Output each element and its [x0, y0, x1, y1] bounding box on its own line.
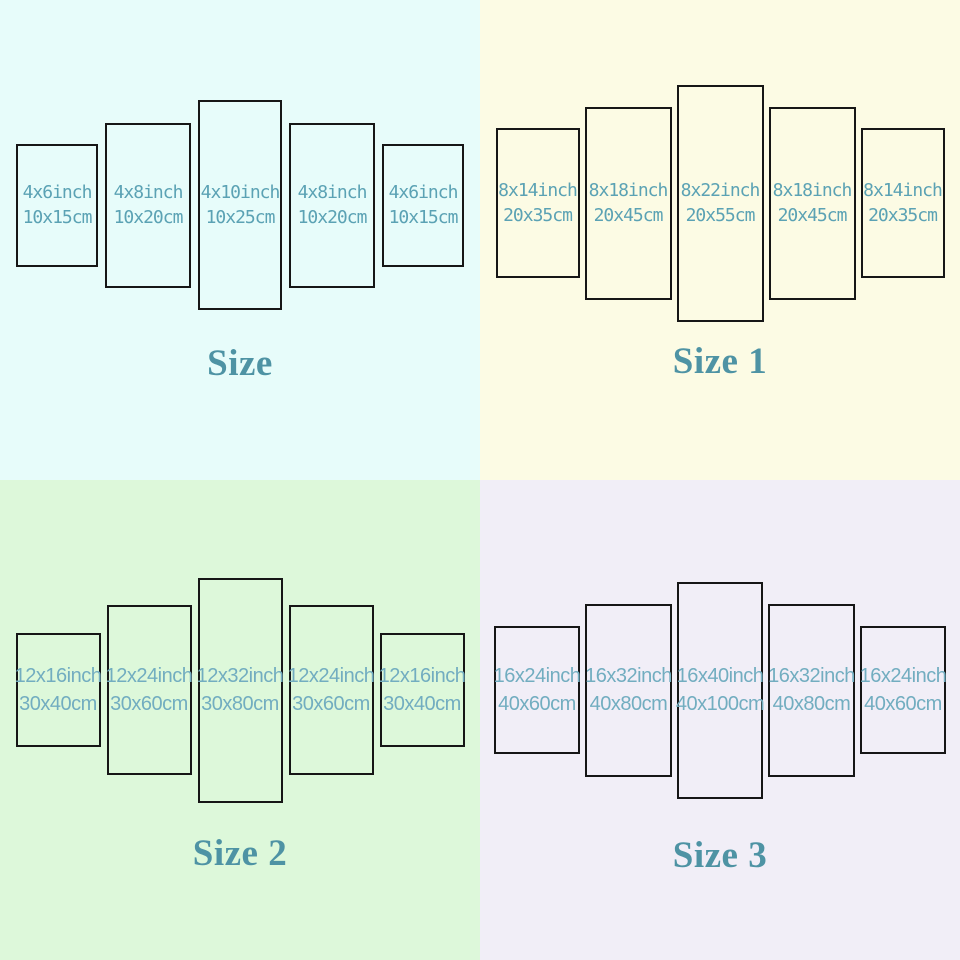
panel-size-label: 8x14inch 20x35cm	[863, 178, 943, 228]
panel-size-cm: 30x60cm	[110, 693, 188, 715]
panel-size-cm: 10x20cm	[113, 207, 184, 228]
panel: 12x24inch 30x60cm	[288, 605, 375, 775]
panel-size-label: 12x24inch 30x60cm	[288, 662, 375, 718]
panel-size-inch: 16x32inch	[768, 665, 855, 687]
quadrant-title: Size 1	[672, 341, 768, 382]
panel-size-cm: 20x35cm	[503, 205, 573, 226]
panel: 16x24inch 40x60cm	[860, 626, 947, 754]
panel: 12x16inch 30x40cm	[15, 633, 102, 747]
panel: 8x14inch 20x35cm	[860, 128, 945, 278]
panel-size-inch: 12x32inch	[196, 665, 284, 687]
panel: 8x22inch 20x55cm	[676, 84, 764, 322]
panel-size-inch: 4x8inch	[113, 181, 184, 203]
quadrant-size-2: 12x16inch 30x40cm 12x24inch 30x60cm 12x3…	[0, 480, 480, 960]
panel: 16x32inch 40x80cm	[585, 603, 672, 777]
panel-size-inch: 8x18inch	[772, 179, 853, 201]
panel-size-label: 12x24inch 30x60cm	[106, 662, 193, 718]
panel-size-label: 16x32inch 40x80cm	[585, 662, 672, 718]
quadrant-size-1: 8x14inch 20x35cm 8x18inch 20x45cm 8x22in…	[480, 0, 960, 480]
panel-size-cm: 40x100cm	[675, 693, 765, 715]
panel-size-label: 4x8inch 10x20cm	[297, 180, 368, 230]
panel-size-inch: 4x6inch	[22, 181, 93, 203]
panel-size-cm: 30x40cm	[19, 693, 97, 715]
panel-size-label: 16x24inch 40x60cm	[494, 662, 581, 718]
panel-size-label: 8x18inch 20x45cm	[772, 178, 853, 228]
panel-size-label: 8x18inch 20x45cm	[588, 178, 669, 228]
panel-size-inch: 8x14inch	[863, 179, 943, 201]
panel-size-label: 4x6inch 10x15cm	[22, 180, 93, 230]
panel-size-cm: 30x40cm	[383, 693, 461, 715]
quadrant-size-3: 16x24inch 40x60cm 16x32inch 40x80cm 16x4…	[480, 480, 960, 960]
panel-size-label: 4x8inch 10x20cm	[113, 180, 184, 230]
panel-size-cm: 40x60cm	[864, 693, 942, 715]
panel: 8x18inch 20x45cm	[768, 106, 856, 300]
panel-size-inch: 4x8inch	[297, 181, 368, 203]
panel-size-cm: 40x80cm	[772, 693, 851, 715]
panel-size-inch: 8x18inch	[588, 179, 669, 201]
panel-size-cm: 30x80cm	[201, 693, 279, 715]
panel: 12x24inch 30x60cm	[106, 605, 193, 775]
panel-size-label: 4x6inch 10x15cm	[388, 180, 459, 230]
panel-size-inch: 4x6inch	[388, 181, 459, 203]
panel-row: 12x16inch 30x40cm 12x24inch 30x60cm 12x3…	[0, 480, 480, 900]
panel-size-label: 16x40inch 40x100cm	[675, 662, 765, 718]
panel-size-cm: 40x60cm	[498, 693, 576, 715]
panel-size-cm: 20x45cm	[593, 205, 664, 226]
panel-size-cm: 40x80cm	[589, 693, 668, 715]
panel: 16x24inch 40x60cm	[494, 626, 581, 754]
panel-size-label: 8x14inch 20x35cm	[498, 178, 578, 228]
panel-size-inch: 8x22inch	[680, 179, 761, 201]
panel-size-inch: 8x14inch	[498, 179, 578, 201]
panel-size-label: 8x22inch 20x55cm	[680, 178, 761, 228]
panel-size-cm: 20x35cm	[868, 205, 938, 226]
panel: 12x16inch 30x40cm	[379, 633, 466, 747]
panel-size-inch: 12x24inch	[105, 665, 193, 687]
panel-size-label: 4x10inch 10x25cm	[200, 180, 281, 230]
panel: 8x14inch 20x35cm	[495, 128, 580, 278]
panel: 4x10inch 10x25cm	[198, 100, 282, 310]
quadrant-title: Size 3	[672, 835, 768, 876]
panel: 16x40inch 40x100cm	[675, 581, 765, 799]
panel-row: 16x24inch 40x60cm 16x32inch 40x80cm 16x4…	[480, 480, 960, 900]
panel-size-cm: 10x20cm	[297, 207, 368, 228]
panel-size-cm: 20x45cm	[777, 205, 848, 226]
panel: 16x32inch 40x80cm	[768, 603, 855, 777]
panel: 8x18inch 20x45cm	[584, 106, 672, 300]
panel-size-inch: 16x24inch	[859, 665, 947, 687]
panel-size-inch: 4x10inch	[200, 181, 281, 203]
panel-row: 8x14inch 20x35cm 8x18inch 20x45cm 8x22in…	[480, 0, 960, 406]
panel-row: 4x6inch 10x15cm 4x8inch 10x20cm 4x10inch…	[0, 0, 480, 410]
panel-size-label: 16x32inch 40x80cm	[768, 662, 855, 718]
panel-size-inch: 16x24inch	[493, 665, 581, 687]
panel-size-cm: 10x15cm	[388, 207, 459, 228]
panel: 4x8inch 10x20cm	[105, 122, 191, 288]
panel-size-cm: 10x15cm	[22, 207, 93, 228]
quadrant-title: Size 2	[192, 833, 288, 874]
panel-size-label: 12x16inch 30x40cm	[15, 662, 102, 718]
panel: 4x8inch 10x20cm	[289, 122, 375, 288]
panel-size-label: 16x24inch 40x60cm	[860, 662, 947, 718]
panel-size-cm: 30x60cm	[292, 693, 370, 715]
panel-size-inch: 12x16inch	[14, 665, 102, 687]
panel-size-inch: 16x32inch	[585, 665, 672, 687]
panel-size-cm: 10x25cm	[205, 207, 276, 228]
panel: 4x6inch 10x15cm	[382, 143, 464, 267]
panel-size-cm: 20x55cm	[685, 205, 756, 226]
quadrant-title: Size	[207, 343, 273, 384]
quadrant-size: 4x6inch 10x15cm 4x8inch 10x20cm 4x10inch…	[0, 0, 480, 480]
panel-size-inch: 12x24inch	[287, 665, 375, 687]
panel: 12x32inch 30x80cm	[197, 577, 284, 803]
panel-size-inch: 12x16inch	[378, 665, 466, 687]
panel-size-label: 12x32inch 30x80cm	[197, 662, 284, 718]
panel-size-label: 12x16inch 30x40cm	[379, 662, 466, 718]
panel-size-inch: 16x40inch	[676, 665, 764, 687]
panel: 4x6inch 10x15cm	[16, 143, 98, 267]
